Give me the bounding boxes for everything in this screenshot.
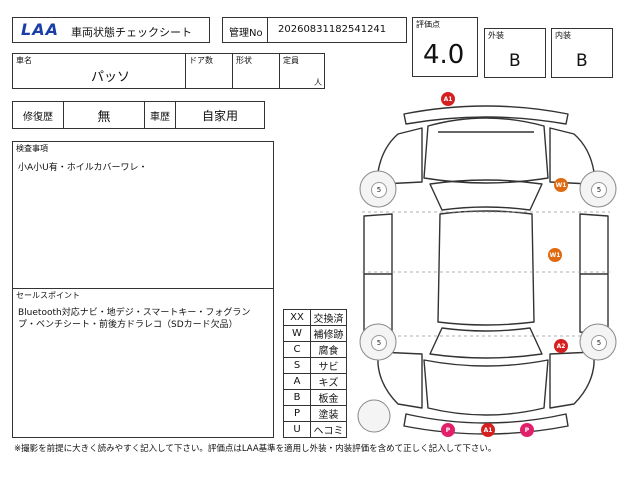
control-no-label-box: 管理No [222, 17, 268, 43]
grade-box: 評価点 4.0 [412, 17, 478, 77]
repair-label-box: 修復歴 [12, 101, 64, 129]
vehicle-name-box: 車名 パッソ [12, 53, 186, 89]
sheet-title: 車両状態チェックシート [71, 26, 192, 39]
vehicle-name: パッソ [91, 70, 131, 85]
damage-marker-front-bumper[interactable]: A1 [441, 92, 455, 106]
legend-code: U [283, 421, 311, 438]
usage-value-box: 自家用 [175, 101, 265, 129]
sales-points-text: Bluetooth対応ナビ・地デジ・スマートキー・フォグランプ・ベンチシート・前… [18, 308, 251, 330]
spare-tire [357, 399, 391, 433]
header-title-box: LAA 車両状態チェックシート [12, 17, 210, 43]
tire-front-right-label: 5 [591, 182, 607, 198]
inspection-label: 検査事項 [16, 144, 48, 153]
tire-front-left-label: 5 [371, 182, 387, 198]
damage-marker-rear-right[interactable]: P [520, 423, 534, 437]
legend-desc: 板金 [310, 389, 347, 406]
tire-rear-right-label: 5 [591, 335, 607, 351]
control-no: 20260831182541241 [278, 24, 387, 35]
exterior-grade-box: 外装 B [484, 28, 546, 78]
car-diagram [357, 105, 617, 435]
legend-code: A [283, 373, 311, 390]
interior-grade-box: 内装 B [551, 28, 613, 78]
legend-desc: 腐食 [310, 341, 347, 358]
doors-label: ドア数 [189, 56, 213, 65]
legend-desc: 補修跡 [310, 325, 347, 342]
usage-value: 自家用 [201, 108, 238, 123]
shape-box: 形状 [232, 53, 280, 89]
roof-outline [437, 210, 535, 326]
damage-marker-right-front-fender[interactable]: W1 [554, 178, 568, 192]
legend-code: W [283, 325, 311, 342]
right-door-outline [579, 213, 609, 335]
grade-label: 評価点 [416, 20, 440, 29]
damage-marker-rear-bumper[interactable]: A1 [481, 423, 495, 437]
laa-logo: LAA [21, 20, 59, 39]
repair-value-box: 無 [63, 101, 145, 129]
usage-label: 車歴 [150, 111, 170, 123]
capacity-box: 定員 人 [279, 53, 325, 89]
left-front-fender-outline [377, 127, 423, 185]
rear-window-outline [429, 327, 543, 359]
legend-desc: キズ [310, 373, 347, 390]
exterior-grade: B [509, 51, 521, 71]
legend-desc: ヘコミ [310, 421, 347, 438]
vehicle-name-label: 車名 [16, 56, 32, 65]
inspection-box: 検査事項 小A小U有・ホイルカバーワレ・ [12, 141, 274, 289]
windshield-outline [429, 179, 543, 211]
control-no-box: 20260831182541241 [267, 17, 407, 43]
interior-grade: B [576, 51, 588, 71]
front-bumper-outline [403, 105, 569, 125]
exterior-label: 外装 [488, 31, 504, 40]
rear-hatch-outline [423, 359, 549, 416]
damage-marker-rear-left[interactable]: P [441, 423, 455, 437]
footer-note: ※撮影を前提に大きく読みやすく記入して下さい。評価点はLAA基準を適用し外装・内… [14, 444, 497, 454]
inspection-text: 小A小U有・ホイルカバーワレ・ [18, 163, 148, 173]
legend-code: P [283, 405, 311, 422]
capacity-label: 定員 [283, 56, 299, 65]
legend-code: C [283, 341, 311, 358]
legend-code: S [283, 357, 311, 374]
repair-value: 無 [97, 109, 111, 125]
legend-desc: 交換済 [310, 309, 347, 326]
damage-marker-right-rear-quarter[interactable]: A2 [554, 339, 568, 353]
capacity-unit: 人 [314, 78, 322, 87]
repair-label: 修復歴 [23, 111, 53, 123]
damage-marker-right-side-door[interactable]: W1 [548, 248, 562, 262]
hood-outline [423, 117, 549, 184]
left-rear-quarter-outline [377, 351, 423, 409]
tire-rear-left-label: 5 [371, 335, 387, 351]
sales-points-label: セールスポイント [16, 291, 80, 300]
legend-code: XX [283, 309, 311, 326]
shape-label: 形状 [236, 56, 252, 65]
grade-value: 4.0 [423, 40, 465, 70]
legend-desc: サビ [310, 357, 347, 374]
doors-box: ドア数 [185, 53, 233, 89]
sales-points-box: セールスポイント Bluetooth対応ナビ・地デジ・スマートキー・フォグランプ… [12, 288, 274, 438]
interior-label: 内装 [555, 31, 571, 40]
legend-code: B [283, 389, 311, 406]
usage-label-box: 車歴 [144, 101, 176, 129]
legend-desc: 塗装 [310, 405, 347, 422]
control-no-label: 管理No [229, 28, 263, 39]
right-rear-quarter-outline [549, 351, 595, 409]
